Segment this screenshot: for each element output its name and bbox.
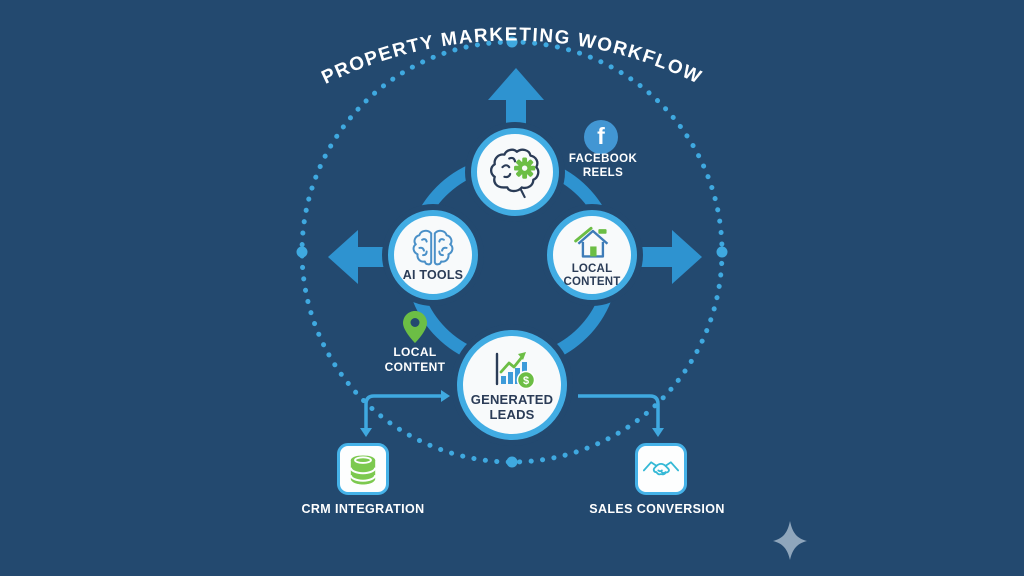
facebook-icon: f (584, 120, 618, 154)
up-arrow (488, 68, 544, 134)
house-icon (574, 227, 609, 258)
node-local-content: LOCAL CONTENT (547, 210, 637, 300)
location-pin-icon (403, 311, 427, 343)
crm-connector-line (364, 394, 441, 428)
dotted-circle-cardinal-dots (296, 36, 728, 468)
sparkle-icon (773, 521, 807, 560)
crm-integration-box (337, 443, 389, 495)
sales-conversion-label: SALES CONVERSION (589, 502, 725, 516)
node-ai-engine (471, 128, 559, 216)
handshake-icon (643, 460, 679, 475)
gear-icon (514, 157, 536, 179)
sales-connector-arrow-down (652, 428, 664, 437)
local-content-node-label: LOCAL CONTENT (563, 263, 621, 288)
database-icon (349, 454, 377, 484)
node-generated-leads: $ GENERATED LEADS (457, 330, 567, 440)
bar-chart-icon: $ (495, 352, 536, 390)
crm-connector-arrow-down (360, 428, 372, 437)
dollar-badge: $ (516, 370, 536, 390)
crm-connector-arrow-right (441, 390, 450, 402)
left-arrow (328, 230, 392, 284)
right-arrow (638, 230, 702, 284)
local-content-pin-label: LOCAL CONTENT (384, 345, 446, 374)
node-ai-tools: AI TOOLS (388, 210, 478, 300)
brain-icon (412, 229, 454, 265)
facebook-f-letter: f (597, 122, 605, 149)
sales-connector-line (578, 394, 660, 428)
dollar-sign: $ (523, 375, 529, 387)
sales-conversion-box (635, 443, 687, 495)
brain-gear-icon (489, 148, 540, 199)
ai-tools-label: AI TOOLS (402, 267, 464, 282)
facebook-reels-label: FACEBOOK REELS (568, 153, 638, 180)
crm-integration-label: CRM INTEGRATION (301, 502, 425, 516)
generated-leads-label: GENERATED LEADS (470, 392, 554, 422)
